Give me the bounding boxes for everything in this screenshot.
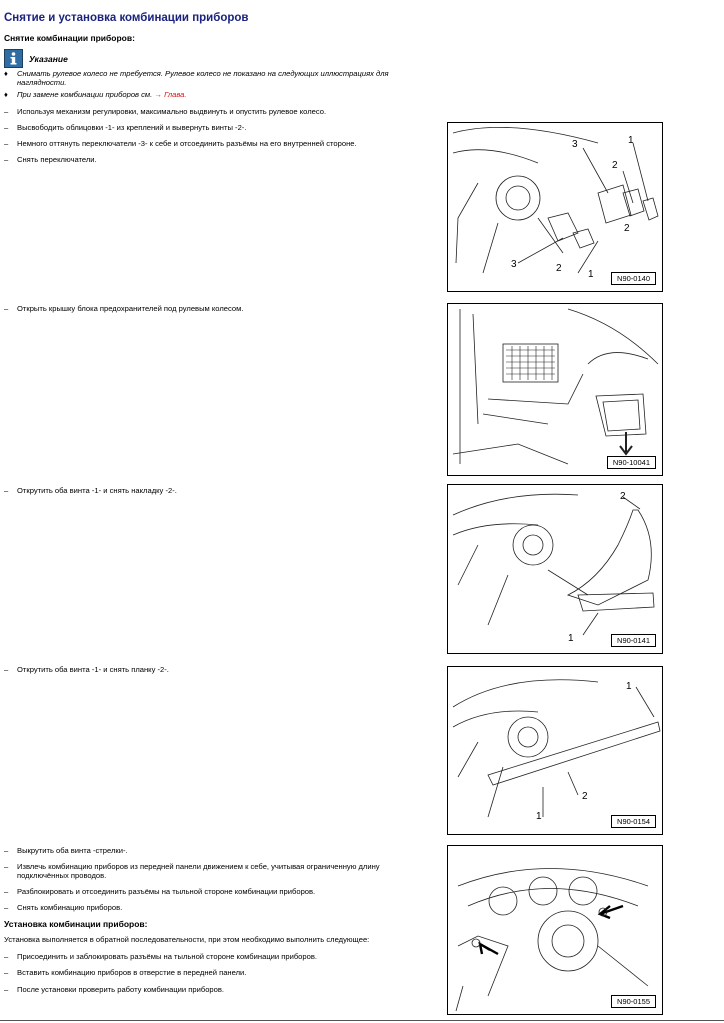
callout: 2 bbox=[582, 791, 588, 802]
step-item: –Открутить оба винта -1- и снять планку … bbox=[4, 665, 169, 674]
callout: 3 bbox=[511, 259, 517, 270]
figure-id: N90-0140 bbox=[611, 272, 656, 285]
step-item: –Снять переключатели. bbox=[4, 155, 97, 164]
install-step: –После установки проверить работу комбин… bbox=[4, 985, 225, 994]
footer-divider bbox=[0, 1020, 724, 1021]
step-item: –Выкрутить оба винта -стрелки-. bbox=[4, 846, 128, 855]
removal-heading: Снятие комбинации приборов: bbox=[4, 33, 135, 43]
figure-id: N90-10041 bbox=[606, 456, 656, 469]
callout: 2 bbox=[556, 263, 562, 274]
step-item: –Немного оттянуть переключатели -3- к се… bbox=[4, 139, 357, 148]
step-item: –Высвободить облицовки -1- из креплений … bbox=[4, 123, 247, 132]
step-item: –Используя механизм регулировки, максима… bbox=[4, 107, 327, 116]
install-intro: Установка выполняется в обратной последо… bbox=[4, 935, 370, 944]
info-icon bbox=[4, 49, 23, 68]
figure-id: N90-0154 bbox=[611, 815, 656, 828]
callout: 2 bbox=[612, 160, 618, 171]
note-item: ♦ При замене комбинации приборов см. → Г… bbox=[4, 90, 187, 99]
note-item: ♦ Снимать рулевое колесо не требуется. Р… bbox=[4, 69, 389, 88]
chapter-link[interactable]: → Глава. bbox=[154, 90, 187, 99]
install-step: –Вставить комбинацию приборов в отверсти… bbox=[4, 968, 247, 977]
figure-switches: 1 2 3 2 3 2 1 N90-0140 bbox=[447, 122, 663, 292]
step-item: –Разблокировать и отсоединить разъёмы на… bbox=[4, 887, 316, 896]
callout: 1 bbox=[626, 681, 632, 692]
step-item: –Открутить оба винта -1- и снять накладк… bbox=[4, 486, 177, 495]
figure-instrument-cluster: N90-0155 bbox=[447, 845, 663, 1015]
figure-cover: 2 1 N90-0141 bbox=[447, 484, 663, 654]
figure-id: N90-0141 bbox=[611, 634, 656, 647]
figure-trim-strip: 1 2 1 N90-0154 bbox=[447, 666, 663, 835]
callout: 2 bbox=[624, 223, 630, 234]
note-header: Указание bbox=[4, 49, 68, 68]
callout: 1 bbox=[628, 135, 634, 146]
step-item: –Снять комбинацию приборов. bbox=[4, 903, 123, 912]
figure-id: N90-0155 bbox=[611, 995, 656, 1008]
step-item: –Извлечь комбинацию приборов из передней… bbox=[4, 862, 380, 881]
callout: 2 bbox=[620, 491, 626, 502]
callout: 3 bbox=[572, 139, 578, 150]
figure-fuse-box: N90-10041 bbox=[447, 303, 663, 476]
step-item: –Открыть крышку блока предохранителей по… bbox=[4, 304, 244, 313]
callout: 1 bbox=[568, 633, 574, 644]
install-heading: Установка комбинации приборов: bbox=[4, 919, 148, 929]
page-title: Снятие и установка комбинации приборов bbox=[4, 12, 249, 24]
install-step: –Присоединить и заблокировать разъёмы на… bbox=[4, 952, 317, 961]
callout: 1 bbox=[536, 811, 542, 822]
callout: 1 bbox=[588, 269, 594, 280]
note-label: Указание bbox=[29, 53, 68, 64]
